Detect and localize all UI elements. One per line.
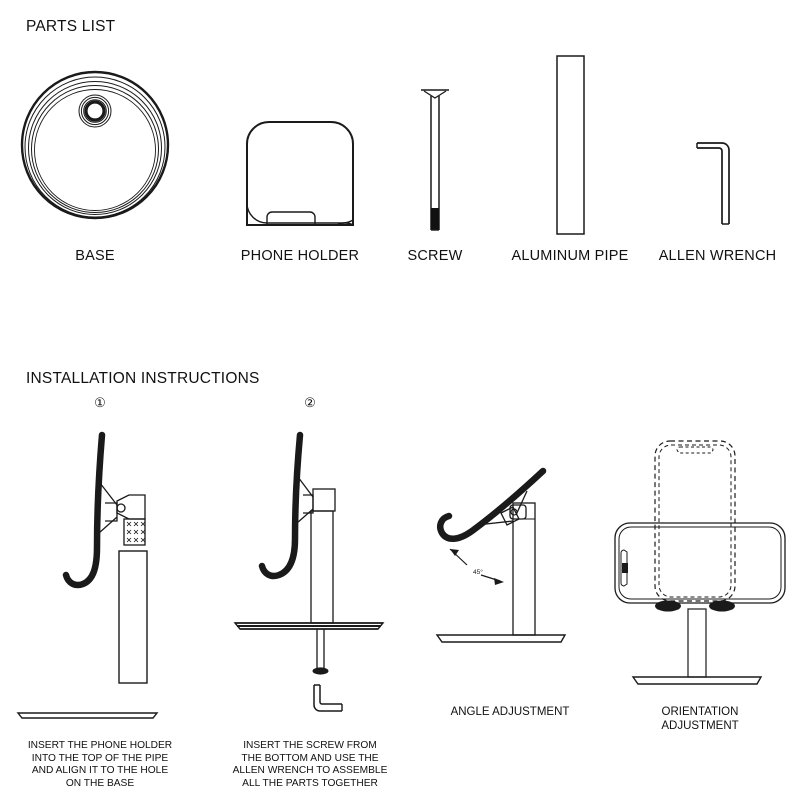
instruction-step-angle: 45° ANGLE ADJUSTMENT <box>415 395 605 785</box>
part-label-allen-wrench: ALLEN WRENCH <box>658 248 777 264</box>
pipe-icon <box>556 55 585 235</box>
step-caption-angle: ANGLE ADJUSTMENT <box>450 706 570 718</box>
instruction-step-orientation: ORIENTATION ADJUSTMENT <box>600 395 800 785</box>
instruction-step-2: ② INSERT THE SCREW FROM THE BOTTOM AND U… <box>215 395 405 789</box>
part-label-base: BASE <box>75 248 115 264</box>
part-label-phone-holder: PHONE HOLDER <box>240 248 360 264</box>
long-screw-icon <box>421 89 449 231</box>
angle-annotation-label: 45° <box>473 568 483 576</box>
round-base-plate-icon <box>20 70 170 220</box>
screw-from-bottom-icon <box>233 431 385 712</box>
part-item-allen-wrench: ALLEN WRENCH <box>645 40 790 275</box>
part-label-aluminum-pipe: ALUMINUM PIPE <box>511 248 629 264</box>
part-item-base: BASE <box>10 40 180 275</box>
tilted-stand-icon: 45° <box>435 467 567 643</box>
holder-into-pipe-icon <box>16 431 159 719</box>
step-caption-1: INSERT THE PHONE HOLDER INTO THE TOP OF … <box>27 740 173 789</box>
part-label-screw: SCREW <box>407 248 463 264</box>
step-caption-2: INSERT THE SCREW FROM THE BOTTOM AND USE… <box>232 740 388 789</box>
part-item-aluminum-pipe: ALUMINUM PIPE <box>500 40 640 275</box>
allen-wrench-icon <box>696 142 730 225</box>
installation-instructions-heading: INSTALLATION INSTRUCTIONS <box>26 370 260 387</box>
step-number-2: ② <box>304 395 316 410</box>
instruction-step-1: ① INSERT THE PHONE HOLDER INTO THE TOP O… <box>5 395 195 789</box>
step-caption-orientation: ORIENTATION ADJUSTMENT <box>661 706 739 732</box>
part-item-screw: SCREW <box>380 40 490 275</box>
part-item-phone-holder: PHONE HOLDER <box>215 40 385 275</box>
phone-rotation-icon <box>614 440 786 685</box>
parts-list-heading: PARTS LIST <box>26 18 116 35</box>
step-number-1: ① <box>94 395 106 410</box>
phone-holder-icon <box>246 121 354 226</box>
